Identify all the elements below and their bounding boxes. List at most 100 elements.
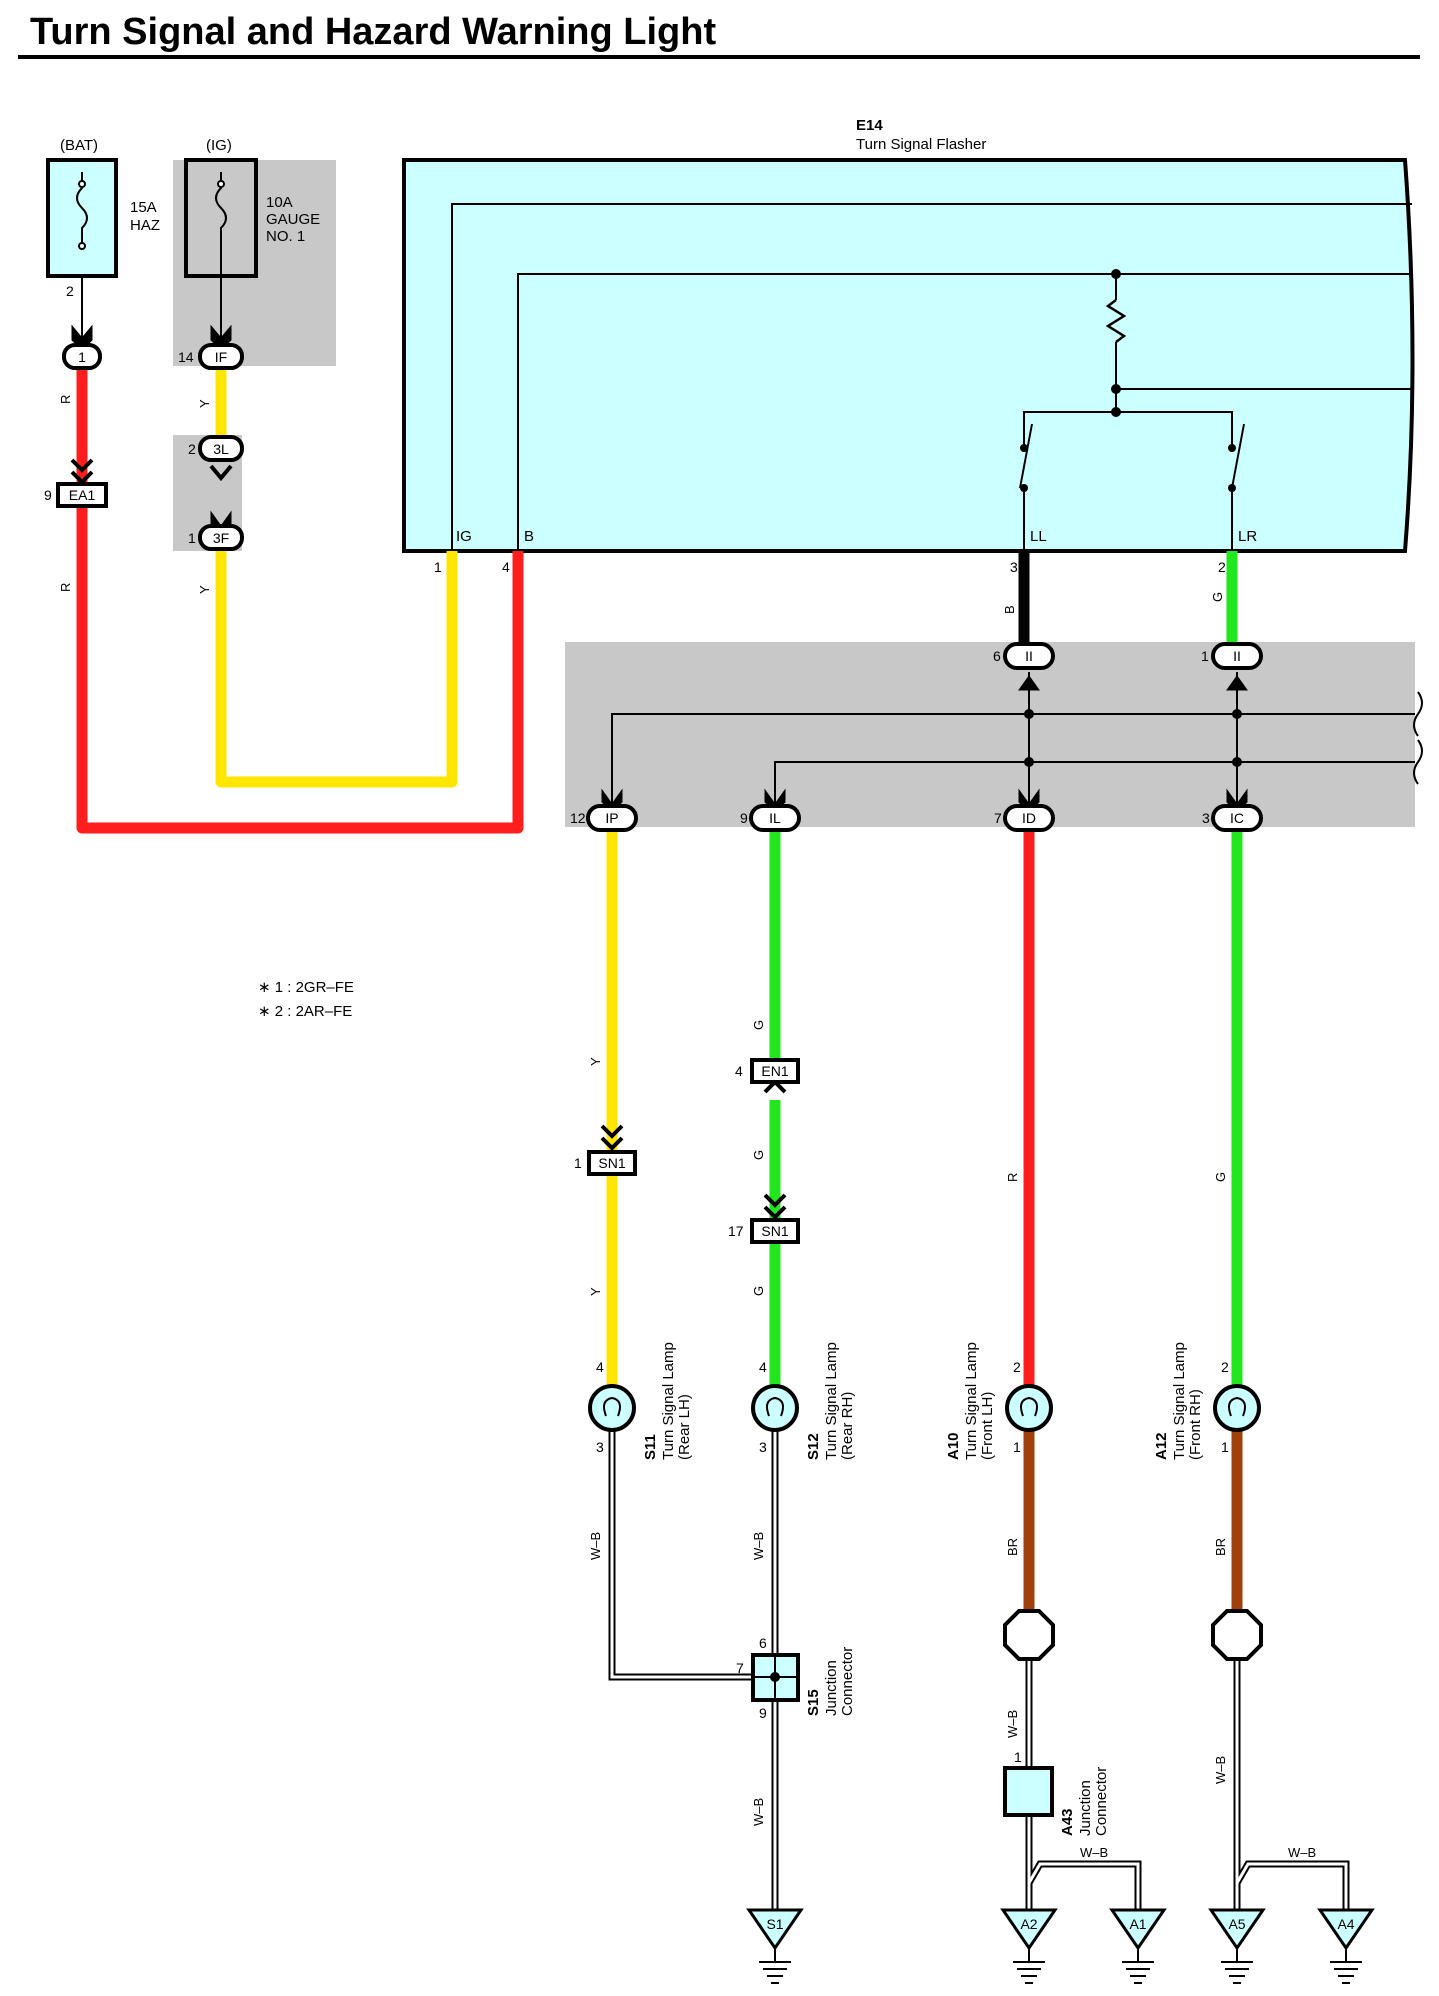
ground-label: A2 xyxy=(1020,1916,1037,1932)
splice-point-octagon xyxy=(1003,1609,1055,1661)
lamp-a12-icon xyxy=(1213,1384,1261,1432)
fuse-name: GAUGE xyxy=(266,211,320,228)
ground-a5: A5 xyxy=(1208,1908,1266,1984)
lamp-code: S12 xyxy=(805,1433,822,1460)
turn-signal-flasher-body xyxy=(402,158,1415,553)
pin-label: 6 xyxy=(759,1635,767,1651)
connector-label: SN1 xyxy=(598,1155,625,1171)
flasher-node xyxy=(1111,407,1121,417)
pin-label: 7 xyxy=(994,810,1002,826)
terminal-ll: LL xyxy=(1030,528,1047,545)
pin-label: 1 xyxy=(574,1155,582,1171)
pin-label: 1 xyxy=(1221,1439,1229,1455)
ground-a4: A4 xyxy=(1317,1908,1375,1984)
filament-icon xyxy=(603,1396,621,1417)
fuse-rating: 10A xyxy=(266,194,293,211)
junction-name: Junction xyxy=(823,1660,840,1716)
flasher-name: Turn Signal Flasher xyxy=(856,136,986,153)
connector-label: II xyxy=(1233,648,1241,664)
connector-en1 xyxy=(750,1058,800,1084)
contact-point xyxy=(1020,484,1028,492)
pin-label: 1 xyxy=(1014,1749,1022,1765)
fuse-terminal xyxy=(78,242,86,250)
ground-label: A5 xyxy=(1228,1916,1245,1932)
lamp-s11-icon xyxy=(588,1384,636,1432)
wire-color-code: G xyxy=(1213,1172,1228,1182)
connector-il xyxy=(749,804,801,832)
pin-label: 4 xyxy=(735,1063,743,1079)
pin-label: 9 xyxy=(44,487,52,503)
pin-label: 2 xyxy=(1218,559,1226,575)
ground-icon xyxy=(1317,1908,1375,1951)
connector-ii xyxy=(1003,642,1055,670)
note: ∗ 2 : 2AR–FE xyxy=(258,1003,352,1020)
lamp-code: A12 xyxy=(1153,1432,1170,1460)
connector-label: IL xyxy=(769,810,781,826)
ground-a1: A1 xyxy=(1109,1908,1167,1984)
fuse-terminal xyxy=(217,180,225,188)
fuse-rating: 15A xyxy=(130,199,157,216)
wire-color-code: W–B xyxy=(1213,1756,1228,1784)
pin-label: 4 xyxy=(596,1359,604,1375)
lamp-s12: 4 3 S12 Turn Signal Lamp (Rear RH) xyxy=(751,1342,856,1460)
connector-label: SN1 xyxy=(761,1223,788,1239)
earth-icon xyxy=(1013,1948,1045,1984)
pin-label: 2 xyxy=(1013,1359,1021,1375)
pin-label: 17 xyxy=(728,1223,744,1239)
pin-label: 1 xyxy=(188,530,196,546)
connector-label: IF xyxy=(215,349,227,365)
pin-label: 9 xyxy=(740,810,748,826)
wire-color-code: Y xyxy=(588,1057,603,1066)
connector-label: II xyxy=(1025,648,1033,664)
connector-sn1 xyxy=(750,1218,800,1244)
splice-point-octagon xyxy=(1211,1609,1263,1661)
lamp-position: (Rear LH) xyxy=(676,1394,693,1460)
pin-label: 3 xyxy=(1202,810,1210,826)
lamp-a10: 2 1 A10 Turn Signal Lamp (Front LH) xyxy=(945,1342,1053,1460)
wire-color-code: W–B xyxy=(1080,1845,1108,1860)
connector-label: EA1 xyxy=(69,487,96,503)
pin-label: 3 xyxy=(759,1439,767,1455)
wire-yellow xyxy=(215,550,458,788)
fuse-terminal xyxy=(78,180,86,188)
ground-a2: A2 xyxy=(1000,1908,1058,1984)
connector-label: ID xyxy=(1022,810,1036,826)
connector-if xyxy=(198,343,244,370)
wire-color-code: R xyxy=(1005,1173,1020,1182)
lamp-name: Turn Signal Lamp xyxy=(963,1342,980,1460)
wire-white-black-inner xyxy=(610,1430,1348,1910)
wire-color-code: B xyxy=(1002,605,1017,614)
junction-a43-box xyxy=(1003,1766,1054,1817)
lamp-name: Turn Signal Lamp xyxy=(1171,1342,1188,1460)
fuse-source-ig: (IG) xyxy=(206,137,232,154)
junction-s15: 6 7 9 S15 Junction Connector xyxy=(736,1635,856,1721)
wire-color-code: G xyxy=(751,1286,766,1296)
connector-ii xyxy=(1211,642,1263,670)
pin-label: 4 xyxy=(502,559,510,575)
pin-label: 2 xyxy=(188,441,196,457)
bus-node xyxy=(1024,709,1034,719)
fuse-source-bat: (BAT) xyxy=(60,137,98,154)
lamp-code: A10 xyxy=(945,1432,962,1460)
pin-label: 1 xyxy=(1013,1439,1021,1455)
connector-label: 1 xyxy=(78,349,86,365)
ground-label: S1 xyxy=(766,1916,783,1932)
bus-node xyxy=(1024,757,1034,767)
connector-3l xyxy=(198,435,244,462)
connector-id xyxy=(1003,804,1055,832)
ground-label: A1 xyxy=(1129,1916,1146,1932)
lamp-s11: 4 3 S11 Turn Signal Lamp (Rear LH) xyxy=(588,1342,693,1460)
ground-icon xyxy=(1109,1908,1167,1951)
earth-icon xyxy=(1330,1948,1362,1984)
ground-icon xyxy=(1000,1908,1058,1951)
connector-label: IC xyxy=(1230,810,1244,826)
pin-label: 12 xyxy=(570,810,586,826)
junction-block-shade xyxy=(565,642,1415,827)
terminal-lr: LR xyxy=(1238,528,1257,545)
junction-a43: 1 A43 Junction Connector xyxy=(1003,1749,1110,1836)
wire-color-code: W–B xyxy=(1005,1710,1020,1738)
connector-ea1 xyxy=(56,482,108,508)
terminal-b: B xyxy=(524,528,534,545)
junction-code: S15 xyxy=(805,1689,822,1716)
